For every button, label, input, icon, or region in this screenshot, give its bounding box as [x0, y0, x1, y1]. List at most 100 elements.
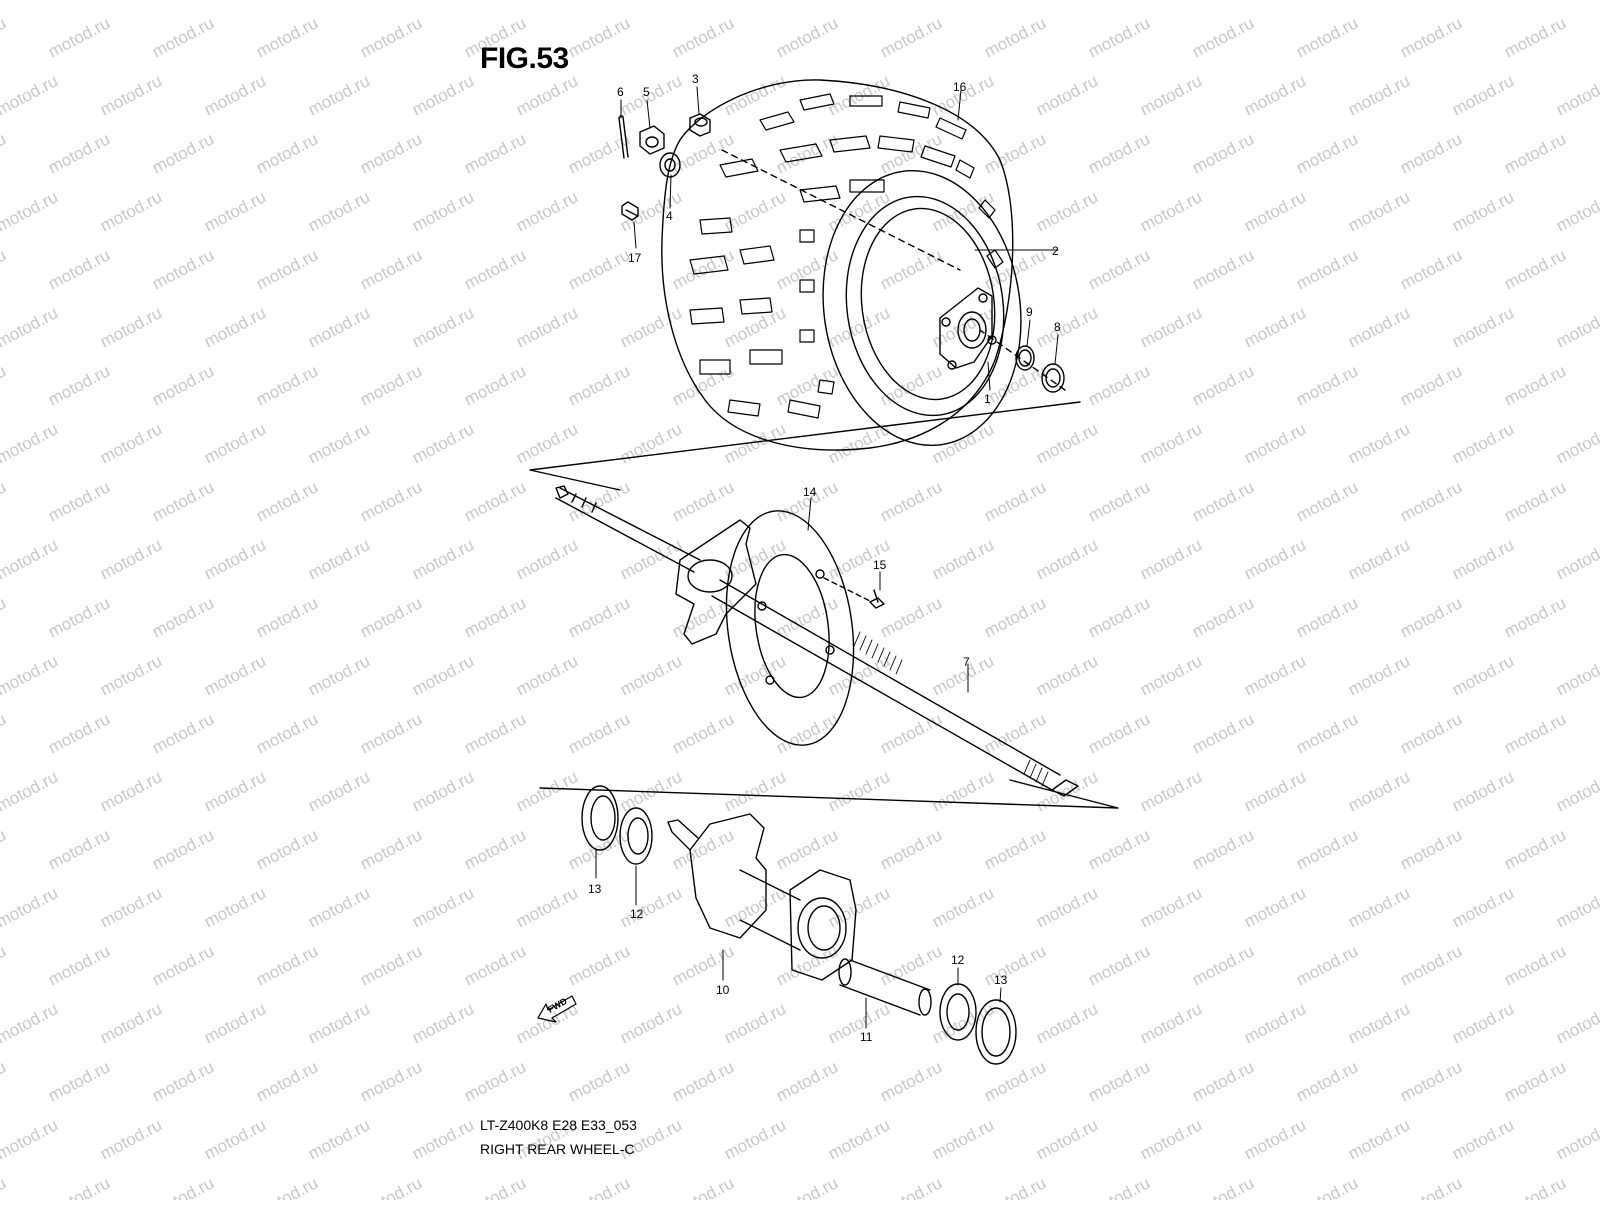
watermark-text: motod.ru — [253, 709, 321, 757]
watermark-text: motod.ru — [1189, 825, 1257, 873]
callout-14: 14 — [803, 485, 817, 499]
watermark-text: motod.ru — [1397, 477, 1465, 525]
watermark-text: motod.ru — [721, 0, 789, 4]
watermark-text: motod.ru — [45, 593, 113, 641]
watermark-text: motod.ru — [1085, 477, 1153, 525]
watermark-text: motod.ru — [357, 825, 425, 873]
watermark-text: motod.ru — [1085, 709, 1153, 757]
watermark-text: motod.ru — [825, 303, 893, 351]
watermark-text: motod.ru — [97, 535, 165, 583]
watermark-text: motod.ru — [1293, 361, 1361, 409]
watermark-text: motod.ru — [409, 1115, 477, 1163]
watermark-text: motod.ru — [617, 303, 685, 351]
watermark-text: motod.ru — [1293, 477, 1361, 525]
watermark-text: motod.ru — [461, 1173, 529, 1200]
watermark-text: motod.ru — [1397, 13, 1465, 61]
watermark-text: motod.ru — [1345, 419, 1413, 467]
watermark-text: motod.ru — [45, 941, 113, 989]
watermark-text: motod.ru — [461, 825, 529, 873]
figure-title: FIG.53 — [480, 42, 569, 75]
watermark-text: motod.ru — [1345, 303, 1413, 351]
watermark-text: motod.ru — [773, 1173, 841, 1200]
watermark-text: motod.ru — [1085, 245, 1153, 293]
watermark-text: motod.ru — [1033, 303, 1101, 351]
watermark-text: motod.ru — [1553, 71, 1600, 119]
watermark-text: motod.ru — [565, 593, 633, 641]
watermark-text: motod.ru — [1501, 361, 1569, 409]
watermark-text: motod.ru — [97, 1115, 165, 1163]
watermark-text: motod.ru — [513, 303, 581, 351]
watermark-text: motod.ru — [617, 419, 685, 467]
callout-7: 7 — [963, 655, 970, 669]
watermark-text: motod.ru — [981, 593, 1049, 641]
watermark-text: motod.ru — [1189, 1173, 1257, 1200]
watermark-text: motod.ru — [409, 651, 477, 699]
watermark-text: motod.ru — [1501, 709, 1569, 757]
watermark-text: motod.ru — [1033, 0, 1101, 4]
watermark-text: motod.ru — [253, 129, 321, 177]
watermark-text: motod.ru — [513, 187, 581, 235]
watermark-text: motod.ru — [409, 883, 477, 931]
watermark-text: motod.ru — [201, 1115, 269, 1163]
watermark-text: motod.ru — [305, 1115, 373, 1163]
watermark-text: motod.ru — [0, 477, 9, 525]
watermark-text: motod.ru — [1085, 1057, 1153, 1105]
watermark-text: motod.ru — [1137, 767, 1205, 815]
watermark-text: motod.ru — [253, 477, 321, 525]
watermark-text: motod.ru — [721, 303, 789, 351]
watermark-text: motod.ru — [773, 361, 841, 409]
watermark-text: motod.ru — [877, 13, 945, 61]
watermark-text: motod.ru — [981, 1173, 1049, 1200]
watermark-text: motod.ru — [1085, 361, 1153, 409]
watermark-text: motod.ru — [1553, 999, 1600, 1047]
watermark-text: motod.ru — [1449, 71, 1517, 119]
watermark-text: motod.ru — [669, 361, 737, 409]
watermark-text: motod.ru — [1241, 0, 1309, 4]
watermark-text: motod.ru — [1137, 419, 1205, 467]
watermark-text: motod.ru — [1397, 361, 1465, 409]
watermark-text: motod.ru — [1501, 13, 1569, 61]
callout-12-right: 12 — [951, 953, 965, 967]
watermark-text: motod.ru — [0, 0, 61, 4]
watermark-text: motod.ru — [1033, 419, 1101, 467]
watermark-text: motod.ru — [97, 187, 165, 235]
watermark-text: motod.ru — [877, 245, 945, 293]
watermark-text: motod.ru — [45, 361, 113, 409]
rear-axle — [555, 485, 1079, 797]
watermark-text: motod.ru — [305, 651, 373, 699]
watermark-text: motod.ru — [409, 71, 477, 119]
watermark-text: motod.ru — [0, 245, 9, 293]
watermark-text: motod.ru — [1293, 245, 1361, 293]
watermark-text: motod.ru — [1085, 825, 1153, 873]
callout-17: 17 — [628, 251, 642, 265]
watermark-text: motod.ru — [1189, 477, 1257, 525]
watermark-text: motod.ru — [721, 883, 789, 931]
watermark-text: motod.ru — [617, 883, 685, 931]
watermark-text: motod.ru — [1397, 1057, 1465, 1105]
watermark-text: motod.ru — [1553, 535, 1600, 583]
watermark-text: motod.ru — [669, 1057, 737, 1105]
watermark-text: motod.ru — [825, 651, 893, 699]
watermark-text: motod.ru — [1033, 535, 1101, 583]
watermark-text: motod.ru — [929, 1115, 997, 1163]
watermark-text: motod.ru — [1553, 419, 1600, 467]
watermark-text: motod.ru — [1345, 999, 1413, 1047]
watermark-text: motod.ru — [305, 883, 373, 931]
watermark-text: motod.ru — [669, 709, 737, 757]
watermark-text: motod.ru — [1553, 883, 1600, 931]
watermark-text: motod.ru — [149, 709, 217, 757]
watermark-text: motod.ru — [1501, 825, 1569, 873]
watermark-text: motod.ru — [1241, 651, 1309, 699]
watermark-text: motod.ru — [97, 419, 165, 467]
watermark-text: motod.ru — [1033, 71, 1101, 119]
watermark-text: motod.ru — [201, 999, 269, 1047]
watermark-text: motod.ru — [1397, 129, 1465, 177]
watermark-text: motod.ru — [305, 999, 373, 1047]
watermark-text: motod.ru — [253, 941, 321, 989]
watermark-text: motod.ru — [201, 303, 269, 351]
watermark-text: motod.ru — [461, 941, 529, 989]
callout-13-right: 13 — [994, 973, 1008, 987]
watermark-text: motod.ru — [981, 477, 1049, 525]
watermark-text: motod.ru — [669, 1173, 737, 1200]
watermark-text: motod.ru — [1501, 1173, 1569, 1200]
